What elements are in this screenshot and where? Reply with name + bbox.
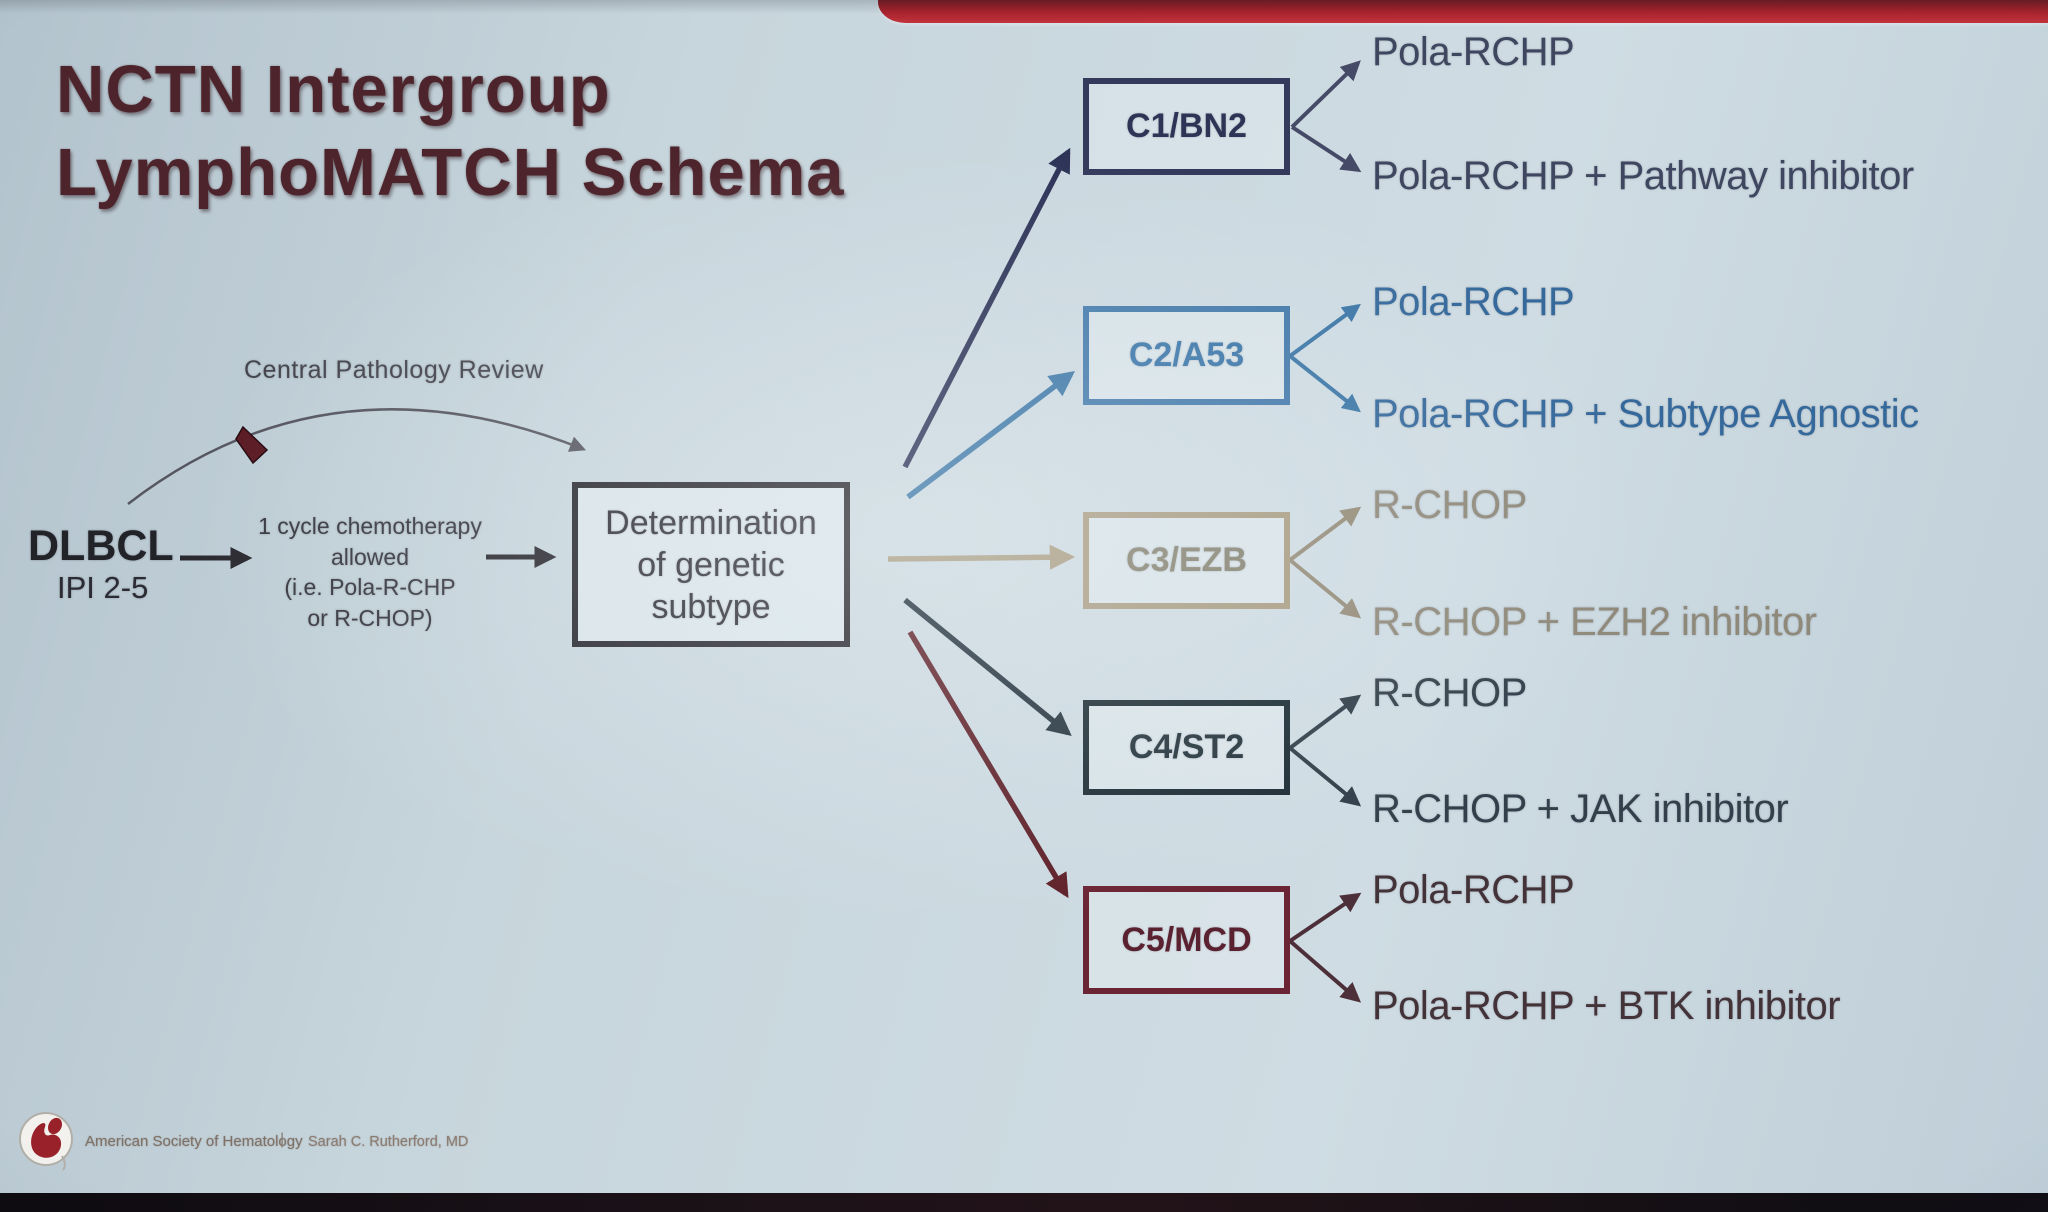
slide-title: NCTN Intergroup LymphoMATCH Schema bbox=[56, 48, 845, 214]
subtype-box-label: C4/ST2 bbox=[1128, 728, 1245, 766]
footer-separator: | bbox=[280, 1131, 285, 1148]
footer-presenter: Sarah C. Rutherford, MD bbox=[308, 1134, 469, 1150]
treatment-c1-arm2: Pola-RCHP + Pathway inhibitor bbox=[1372, 154, 1914, 198]
subtype-box-label: C3/EZB bbox=[1126, 541, 1247, 579]
chemo-note-line3: (i.e. Pola-R-CHP bbox=[284, 574, 456, 600]
treatment-c2-arm2: Pola-RCHP + Subtype Agnostic bbox=[1372, 392, 1919, 436]
branches-c4 bbox=[1288, 694, 1362, 807]
chemo-note: 1 cycle chemotherapy allowed (i.e. Pola-… bbox=[233, 511, 507, 633]
chemo-note-line1: 1 cycle chemotherapy bbox=[258, 513, 482, 539]
arrow-to-c3 bbox=[887, 544, 1076, 570]
entry-sublabel: IPI 2-5 bbox=[57, 570, 149, 605]
arrow-to-c2 bbox=[906, 370, 1076, 500]
laser-pointer-icon bbox=[235, 425, 269, 465]
chemo-note-line4: or R-CHOP) bbox=[307, 604, 433, 631]
slide-title-line1: NCTN Intergroup bbox=[56, 52, 611, 127]
determination-line3: subtype bbox=[651, 587, 771, 626]
treatment-c3-arm1: R-CHOP bbox=[1372, 483, 1527, 527]
branches-c5 bbox=[1288, 892, 1362, 1003]
treatment-c5-arm1: Pola-RCHP bbox=[1372, 868, 1575, 912]
treatment-c4-arm1: R-CHOP bbox=[1372, 671, 1527, 715]
slide-accent-bar-top bbox=[878, 0, 2048, 23]
arrow-to-c4 bbox=[903, 597, 1072, 737]
photo-edge-bottom bbox=[0, 1193, 2048, 1212]
determination-box: Determination of genetic subtype bbox=[572, 482, 850, 647]
branches-c1 bbox=[1290, 60, 1362, 173]
treatment-c1-arm1: Pola-RCHP bbox=[1372, 30, 1575, 74]
slide-title-line2: LymphoMATCH Schema bbox=[56, 135, 845, 210]
treatment-c4-arm2: R-CHOP + JAK inhibitor bbox=[1372, 787, 1789, 831]
subtype-box-c3-ezb: C3/EZB bbox=[1083, 512, 1290, 609]
entry-label: DLBCL bbox=[28, 522, 174, 570]
determination-line1: Determination bbox=[605, 503, 817, 542]
subtype-box-c5-mcd: C5/MCD bbox=[1083, 886, 1290, 994]
subtype-box-label: C2/A53 bbox=[1128, 336, 1245, 374]
determination-line2: of genetic bbox=[637, 545, 785, 584]
arrow-to-c5 bbox=[907, 630, 1069, 899]
chemo-note-line2: allowed bbox=[331, 543, 409, 570]
ash-logo-icon bbox=[19, 1112, 73, 1171]
subtype-box-label: C5/MCD bbox=[1121, 920, 1252, 959]
treatment-c2-arm1: Pola-RCHP bbox=[1372, 280, 1575, 324]
central-pathology-review-label: Central Pathology Review bbox=[244, 356, 544, 384]
subtype-box-c1-bn2: C1/BN2 bbox=[1083, 78, 1290, 175]
central-pathology-review-arc bbox=[127, 408, 587, 505]
branches-c3 bbox=[1288, 506, 1362, 619]
branches-c2 bbox=[1288, 303, 1361, 413]
footer-organization: American Society of Hematology bbox=[85, 1133, 303, 1150]
treatment-c5-arm2: Pola-RCHP + BTK inhibitor bbox=[1372, 984, 1841, 1028]
subtype-box-label: C1/BN2 bbox=[1126, 107, 1247, 145]
subtype-box-c4-st2: C4/ST2 bbox=[1083, 700, 1290, 795]
arrow-to-c1 bbox=[902, 147, 1071, 469]
subtype-box-c2-a53: C2/A53 bbox=[1083, 306, 1290, 405]
treatment-c3-arm2: R-CHOP + EZH2 inhibitor bbox=[1372, 600, 1817, 644]
